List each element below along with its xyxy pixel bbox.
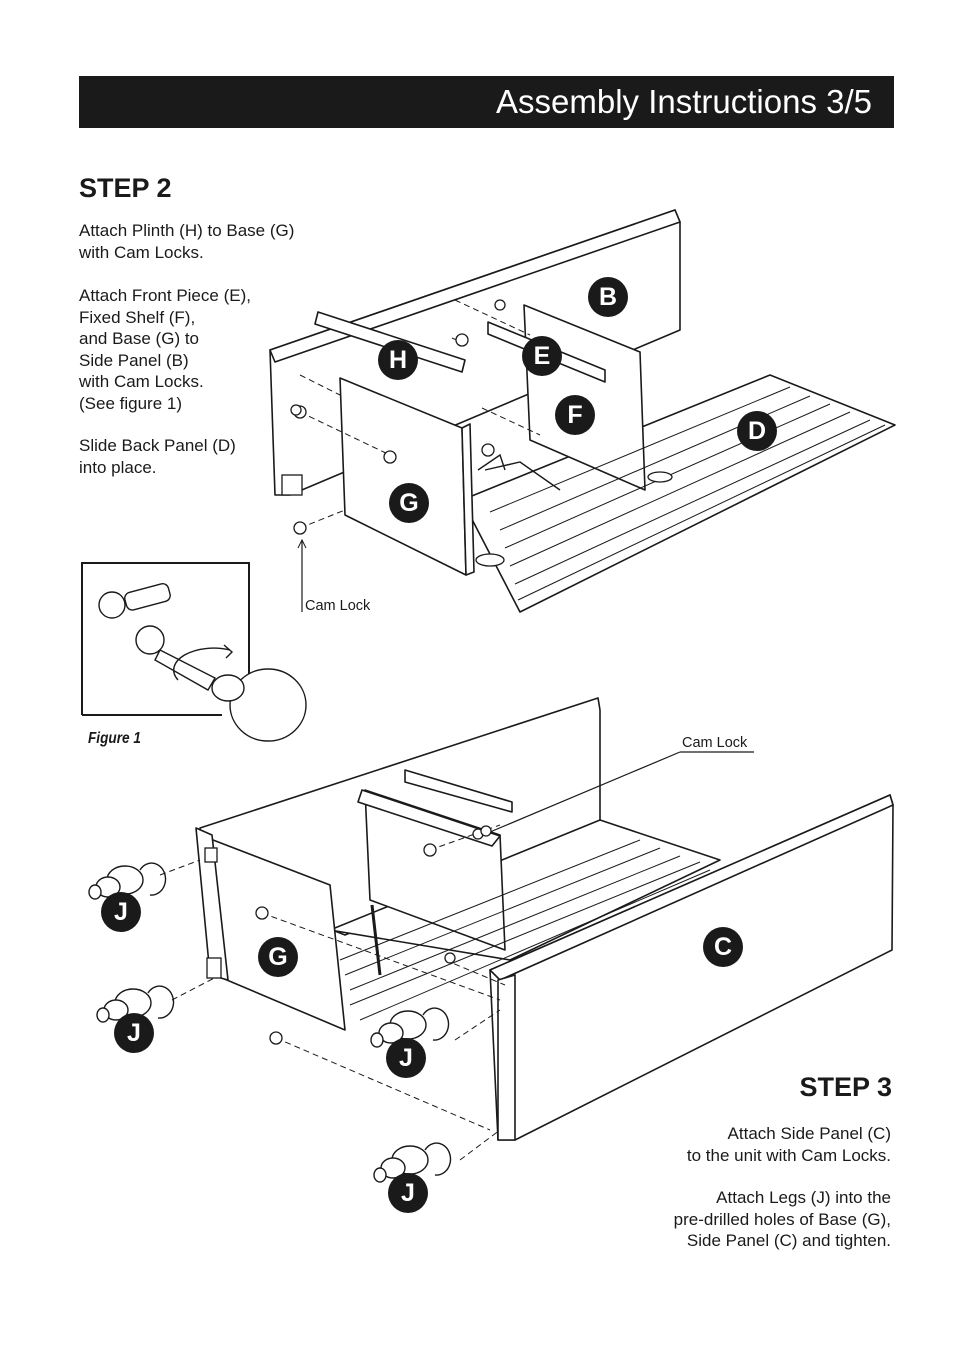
figure1-frame [81,562,250,715]
cam-lock-icon [480,825,492,837]
step2-p3-line1: Slide Back Panel (D) [79,436,236,455]
step2-p3-line2: into place. [79,457,157,477]
part-badge-h: H [378,340,418,380]
cam-lock-icon [494,299,506,311]
cam-lock-icon [423,843,437,857]
step3-p2-line1: Attach Legs (J) into the [716,1188,891,1207]
part-badge-e: E [522,336,562,376]
step3-title: STEP 3 [799,1072,892,1102]
part-badge-c: C [703,927,743,967]
step2-instruction-3: Slide Back Panel (D) into place. [79,435,236,478]
part-badge-j: J [114,1013,154,1053]
step2-p2-line3: and Base (G) to [79,329,200,348]
part-badge-d: D [737,411,777,451]
step2-p2-line6: (See figure 1) [79,393,182,413]
step2-instruction-1: Attach Plinth (H) to Base (G) with Cam L… [79,220,294,263]
cam-lock-icon [444,952,456,964]
cam-lock-icon [481,443,495,457]
leg-j-icon [96,985,175,1023]
step3-p2-line2: pre-drilled holes of Base (G), [673,1209,891,1229]
cam-lock-icon [293,521,307,535]
step2-p1-line2: with Cam Locks. [79,242,204,262]
bracket-icon [281,474,303,496]
step3-cam-lock-label: Cam Lock [682,735,748,751]
page-title: Assembly Instructions 3/5 [496,83,872,120]
cam-lock-icon [383,450,397,464]
step3-p1-line1: Attach Side Panel (C) [727,1124,891,1143]
part-badge-j: J [386,1038,426,1078]
step2-p2-line1: Attach Front Piece (E), [79,286,251,305]
step2-p2-line5: with Cam Locks. [79,372,204,391]
cam-lock-icon [455,333,469,347]
cam-lock-icon [269,1031,283,1045]
part-badge-b: B [588,277,628,317]
step3-instruction-2: Attach Legs (J) into the pre-drilled hol… [674,1187,891,1252]
step3-instruction-1: Attach Side Panel (C) to the unit with C… [687,1123,891,1166]
figure1-caption: Figure 1 [88,730,141,747]
header-bar: Assembly Instructions 3/5 [79,76,894,128]
leg-j-icon [373,1142,452,1183]
step3-p2-line3: Side Panel (C) and tighten. [686,1231,891,1250]
step2-p2-line4: Side Panel (B) [79,350,189,370]
part-badge-g: G [258,937,298,977]
part-badge-j: J [101,892,141,932]
step3-p1-line2: to the unit with Cam Locks. [686,1145,891,1165]
step2-cam-lock-label: Cam Lock [305,598,371,614]
screwdriver-icon [98,583,307,742]
cam-lock-icon [255,906,269,920]
back-panel-d [461,374,896,613]
step2-p2-line2: Fixed Shelf (F), [79,307,196,327]
step2-instruction-2: Attach Front Piece (E), Fixed Shelf (F),… [79,285,251,414]
step2-title: STEP 2 [79,173,172,203]
part-badge-j: J [388,1173,428,1213]
part-badge-g: G [389,483,429,523]
step2-p1-line1: Attach Plinth (H) to Base (G) [79,221,295,240]
part-badge-f: F [555,395,595,435]
